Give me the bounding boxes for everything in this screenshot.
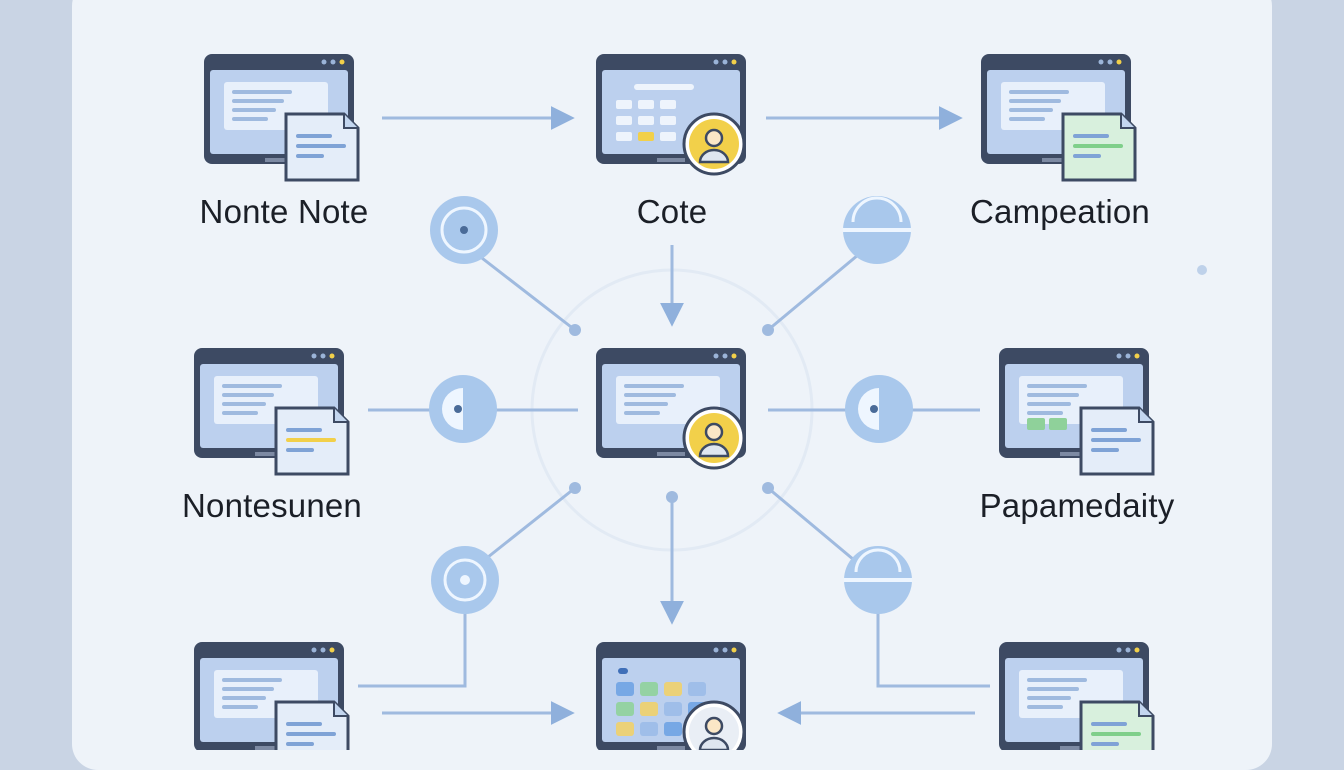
process-node-icon — [844, 546, 912, 614]
link-node1-center — [477, 253, 576, 332]
link-center-node5 — [477, 486, 576, 567]
process-node-icon — [430, 196, 498, 264]
window-node-mid-right — [999, 348, 1155, 476]
window-node-mid-left — [194, 348, 350, 476]
process-node-icon — [429, 375, 497, 443]
window-node-bottom-right — [999, 642, 1155, 750]
link-node6-bottomright — [876, 600, 990, 688]
node-label-mid-right: Papamedaity — [979, 487, 1175, 524]
link-node5-bottomleft — [358, 600, 467, 688]
window-node-top-center — [596, 54, 746, 176]
window-node-top-left — [204, 54, 360, 182]
window-node-bottom-center — [596, 642, 746, 750]
link-center-node6 — [767, 486, 861, 567]
window-node-bottom-left — [194, 642, 350, 750]
window-node-center — [596, 348, 746, 470]
node-label-top-center: Cote — [636, 193, 708, 230]
process-node-icon — [845, 375, 913, 443]
process-nodes — [429, 196, 913, 614]
link-node2-center — [767, 253, 859, 332]
window-node-top-right — [981, 54, 1137, 182]
workflow-diagram — [194, 54, 1207, 750]
process-node-icon — [843, 196, 911, 264]
connector-dots — [569, 265, 1207, 503]
node-label-top-right: Campeation — [970, 193, 1150, 230]
process-node-icon — [431, 546, 499, 614]
node-label-top-left: Nonte Note — [199, 193, 369, 230]
connectors — [358, 106, 990, 725]
node-label-mid-left: Nontesunen — [182, 487, 362, 524]
